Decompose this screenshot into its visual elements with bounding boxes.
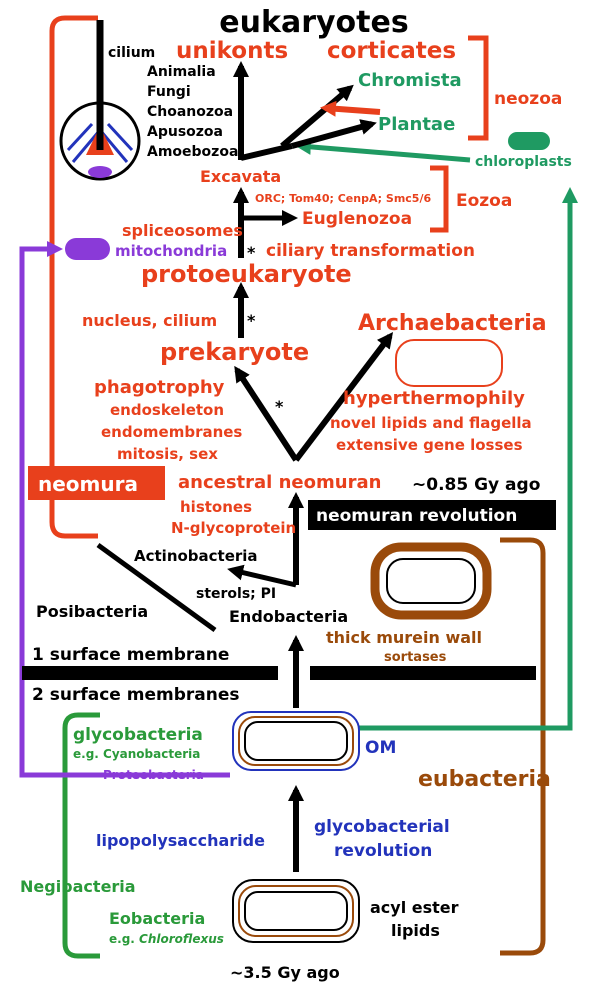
- apusozoa-label: Apusozoa: [147, 124, 223, 140]
- mitochondria-label: mitochondria: [115, 242, 227, 260]
- corticates-label: corticates: [327, 38, 456, 64]
- unikonts-label: unikonts: [176, 38, 288, 64]
- cilium-label: cilium: [108, 45, 155, 61]
- fork-to-prekaryote: [234, 365, 299, 462]
- neozoa-bracket: [468, 35, 489, 141]
- age-35-label: ~3.5 Gy ago: [230, 963, 340, 982]
- neomura-label: neomura: [38, 472, 138, 496]
- prekaryote-label: prekaryote: [160, 338, 309, 366]
- phagotrophy-label: phagotrophy: [94, 377, 225, 398]
- histones-label: histones: [180, 498, 252, 516]
- posibacteria-label: Posibacteria: [36, 602, 148, 621]
- euglenozoa-label: Euglenozoa: [302, 209, 412, 229]
- eozoa-label: Eozoa: [456, 191, 512, 211]
- actinobacteria-label: Actinobacteria: [134, 547, 258, 565]
- chloroplast-transfer-line: [355, 187, 578, 731]
- hyperthermophily-label: hyperthermophily: [343, 388, 525, 409]
- archaebacteria-cell-icon: [395, 339, 503, 387]
- animalia-label: Animalia: [147, 64, 216, 80]
- neomuran-revolution-box: [308, 500, 556, 530]
- lipopolysaccharide-label: lipopolysaccharide: [96, 831, 265, 850]
- eukaryote-cell-icon: [59, 101, 141, 181]
- neomuran-revolution-label: neomuran revolution: [316, 506, 517, 526]
- thick-murein-wall-label: thick murein wall: [326, 628, 482, 647]
- mitochondria-pill-icon: [65, 238, 110, 260]
- mitochondria-transfer-line: [19, 241, 230, 778]
- negibacteria-label: Negibacteria: [20, 877, 136, 896]
- proteobacteria-label: Proteobacteria: [103, 768, 204, 782]
- neomura-bracket: [49, 15, 98, 539]
- eg-cyanobacteria-label: e.g. Cyanobacteria: [73, 747, 200, 761]
- choanozoa-label: Choanozoa: [147, 104, 233, 120]
- eozoa-bracket: [430, 165, 449, 233]
- posibacteria-cell-icon: [370, 542, 492, 620]
- nucleus-cilium-label: nucleus, cilium: [82, 311, 217, 330]
- lipids-label: lipids: [391, 921, 440, 940]
- endomembranes-label: endomembranes: [101, 423, 242, 441]
- red-arrow-to-plantae: [320, 100, 381, 117]
- archaebacteria-label: Archaebacteria: [358, 311, 547, 336]
- chromista-label: Chromista: [358, 70, 462, 91]
- negibacteria-bracket: [62, 712, 100, 959]
- corticates-stem: [240, 143, 293, 161]
- om-label: OM: [365, 738, 396, 758]
- star-prekaryote: *: [275, 397, 284, 416]
- novel-lipids-label: novel lipids and flagella: [330, 414, 532, 432]
- chloroflexus-name: Chloroflexus: [139, 932, 224, 946]
- glycobacteria-cell-icon: [232, 711, 360, 771]
- sortases-label: sortases: [384, 650, 447, 665]
- actinobacteria-branch: [227, 564, 297, 588]
- endobacteria-label: Endobacteria: [229, 607, 348, 626]
- spliceosomes-label: spliceosomes: [122, 221, 243, 240]
- membrane-bar-right: [310, 666, 536, 680]
- eobacteria-cell-icon: [232, 879, 360, 943]
- chloroplast-to-tree-arrow: [295, 138, 471, 163]
- star-ciliary: *: [247, 243, 256, 262]
- one-surface-membrane-label: 1 surface membrane: [32, 645, 229, 665]
- excavata-label: Excavata: [200, 167, 281, 186]
- eg-chloroflexus-label: e.g. Chloroflexus: [109, 932, 224, 946]
- acyl-ester-label: acyl ester: [370, 898, 459, 917]
- star-nucleus: *: [247, 311, 256, 330]
- membrane-bar-left: [22, 666, 278, 680]
- n-glycoprotein-label: N-glycoprotein: [171, 519, 296, 537]
- eubacteria-label: eubacteria: [418, 767, 551, 792]
- age-085-label: ~0.85 Gy ago: [412, 475, 540, 495]
- fungi-label: Fungi: [147, 84, 191, 100]
- eukaryotes-title: eukaryotes: [219, 5, 408, 40]
- fork-to-archaebacteria: [293, 332, 394, 462]
- orc-line-label: ORC; Tom40; CenpA; Smc5/6: [255, 192, 431, 205]
- ciliary-transformation-label: ciliary transformation: [266, 241, 475, 261]
- mitosis-sex-label: mitosis, sex: [117, 445, 218, 463]
- revolution-label: revolution: [334, 841, 432, 861]
- eg-prefix: e.g.: [109, 932, 139, 946]
- two-surface-membranes-label: 2 surface membranes: [32, 685, 239, 705]
- chloroplast-pill-icon: [508, 132, 550, 150]
- eubacteria-bracket: [500, 537, 546, 956]
- glycobacteria-label: glycobacteria: [73, 725, 203, 745]
- amoebozoa-label: Amoebozoa: [147, 144, 238, 160]
- protoeukaryote-label: protoeukaryote: [141, 260, 352, 288]
- endoskeleton-label: endoskeleton: [110, 401, 224, 419]
- posibacteria-branch: [96, 542, 217, 633]
- branch-to-plantae: [291, 119, 377, 149]
- neomura-label-box: [28, 466, 165, 500]
- neozoa-label: neozoa: [494, 89, 562, 109]
- sterols-pi-label: sterols; PI: [196, 586, 276, 602]
- ancestral-neomuran-label: ancestral neomuran: [178, 472, 381, 493]
- branch-to-chromista: [280, 84, 354, 149]
- glycobacterial-label: glycobacterial: [314, 817, 450, 837]
- chloroplasts-label: chloroplasts: [475, 154, 572, 170]
- eobacteria-label: Eobacteria: [109, 909, 205, 928]
- plantae-label: Plantae: [378, 114, 455, 135]
- gene-losses-label: extensive gene losses: [336, 436, 523, 454]
